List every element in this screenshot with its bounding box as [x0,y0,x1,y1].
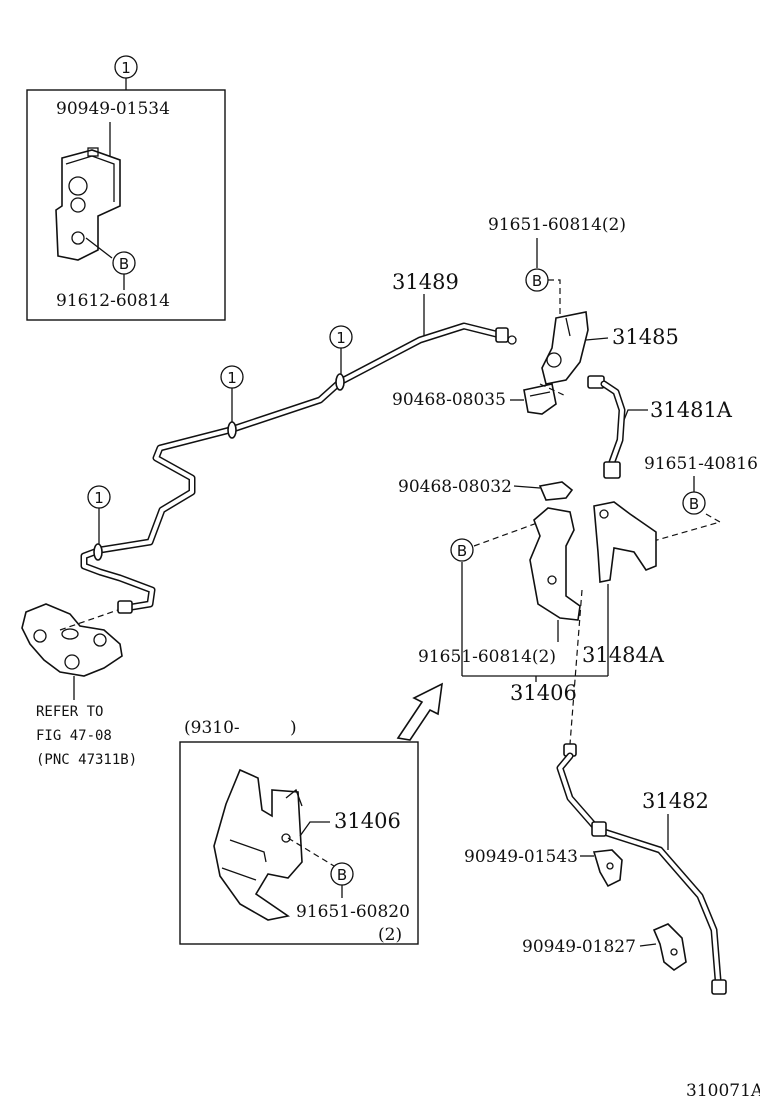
part-label-91612-60814: 91612-60814 [56,291,170,311]
inset2-frame [179,741,419,945]
hose-31481a-drawing [587,375,626,479]
inset2-pointer-arrow [396,682,443,741]
part-label-90468-08032: 90468-08032 [398,477,512,497]
part-label-91651-60820: 91651-60820 [296,902,410,922]
marker-circle-1-b [329,325,353,349]
b-marker-inset2-text: B [337,866,347,884]
part-label-31484a: 31484A [582,643,665,667]
part-label-90949-01543: 90949-01543 [464,847,578,867]
refer-text-line1: REFER TO [36,704,103,720]
bracket-31406-inset-drawing [213,768,303,921]
b-marker-left-circle [450,538,474,562]
part-label-31485: 31485 [612,325,679,349]
bracket-31485-drawing [541,311,589,385]
part-label-91651-60814-2-mid: 91651-60814(2) [418,647,556,667]
marker-circle-1-a [220,365,244,389]
part-label-91651-60820-qty: (2) [378,925,402,945]
clip-90949-01827-drawing [652,923,687,971]
marker-circle-1-c [87,485,111,509]
inset2-date-end: ) [290,718,297,738]
b-marker-top-text: B [532,272,542,290]
inset-clamp-detail: 1 90949-01534 B 91612-60814 [26,55,226,321]
part-label-31482: 31482 [642,789,709,813]
bracket-31484a-drawing [593,501,657,583]
part-label-90949-01534: 90949-01534 [56,99,170,119]
master-cylinder-drawing [21,603,123,677]
pipe-31482-drawing [556,743,727,995]
marker-1-b-text: 1 [336,329,346,347]
b-marker-right-circle [682,491,706,515]
inset-clamp-frame [26,89,226,321]
clip-90468-08032-drawing [538,481,574,501]
refer-text-line2: FIG 47-08 [36,728,112,744]
bracket-31406-main-drawing [529,507,581,621]
inset-bracket-detail: (9310- ) 31406 B 91651-60820 (2) [179,718,419,945]
inset2-date-start: (9310- [184,718,240,738]
clip-90468-08035-drawing [523,383,557,415]
part-label-91651-40816: 91651-40816 [644,454,758,474]
b-marker-right-text: B [689,495,699,513]
b-marker-text: B [119,255,129,273]
part-label-91651-60814-2-top: 91651-60814(2) [488,215,626,235]
part-label-31406-inset: 31406 [334,809,401,833]
marker-1-a-text: 1 [227,369,237,387]
part-label-90468-08035: 90468-08035 [392,390,506,410]
part-label-31406-main: 31406 [510,681,577,705]
b-marker-left-text: B [457,542,467,560]
marker-1-text: 1 [121,59,131,77]
part-label-31489: 31489 [392,270,459,294]
part-label-90949-01827: 90949-01827 [522,937,636,957]
marker-1-c-text: 1 [94,489,104,507]
pipe-31489-drawing [80,322,517,614]
clamp-90949-01534-drawing [55,147,121,261]
refer-text-line3: (PNC 47311B) [36,752,137,768]
diagram-id: 310071A [686,1081,760,1101]
marker-circle-1 [114,55,138,79]
clip-90949-01543-drawing [592,849,623,888]
part-label-31481a: 31481A [650,398,733,422]
